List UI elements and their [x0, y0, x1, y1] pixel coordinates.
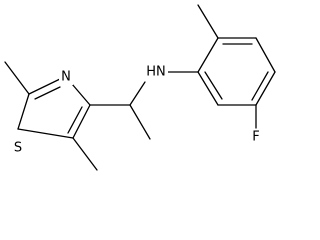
- bond-c2-n3: [28, 78, 61, 95]
- bond-c5-methyl: [72, 137, 98, 171]
- bond-ch-methyl: [129, 104, 151, 140]
- bond-c4-c5-double: [67, 106, 83, 134]
- fluorine-label-bg: [250, 129, 262, 145]
- benzene-ring: [197, 37, 276, 106]
- bond-ar4-ar5-double: [251, 71, 269, 101]
- bond-s-c2: [17, 93, 30, 130]
- fluorine-atom-label: F: [252, 130, 259, 145]
- bond-ar2-methyl: [197, 4, 219, 39]
- bond-ar6-ar1: [197, 71, 219, 106]
- bond-ar3-ar4: [255, 37, 276, 73]
- bond-c2-n3-double: [34, 86, 61, 100]
- nitrogen-atom-label: N: [61, 70, 71, 85]
- bond-n3-c4: [71, 83, 91, 106]
- bond-c4-c5: [72, 104, 91, 139]
- thiazole-ring: [17, 78, 91, 139]
- sulfur-label-bg: [13, 141, 24, 156]
- amine-atom-label: HN: [146, 65, 166, 80]
- amine-label-bg: [143, 63, 168, 80]
- molecule-structure: S N HN F: [4, 4, 276, 171]
- nitrogen-label-bg: [59, 69, 73, 85]
- bond-ar4-ar5: [255, 71, 276, 106]
- bond-ar6-ar1-double: [204, 71, 223, 100]
- bond-ch-nh: [129, 81, 146, 106]
- bond-c2-methyl: [4, 61, 30, 95]
- bond-c5-s: [17, 128, 74, 139]
- bond-ar1-ar2: [197, 37, 219, 73]
- sulfur-atom-label: S: [14, 141, 22, 156]
